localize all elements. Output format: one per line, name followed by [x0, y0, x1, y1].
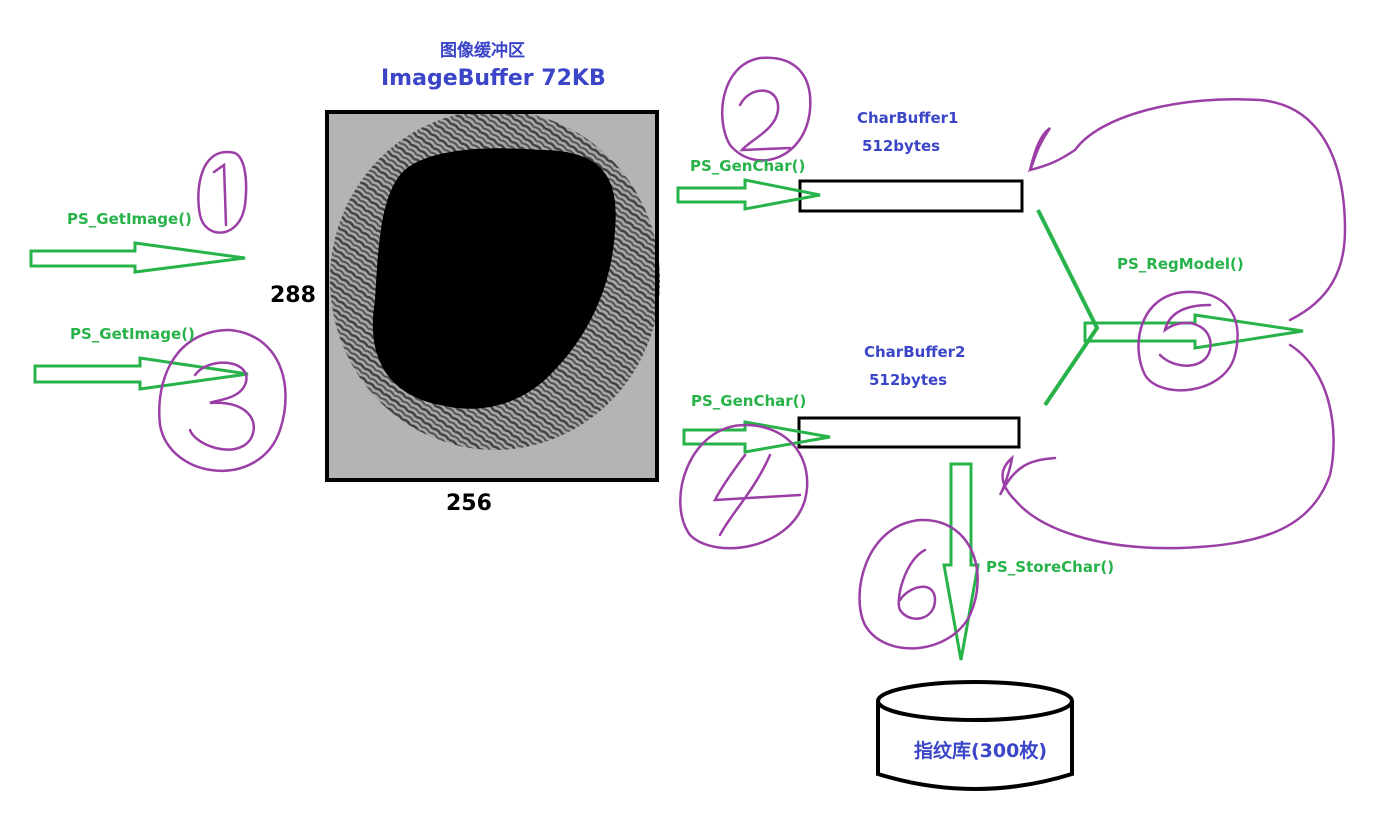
charbuffer1-box — [798, 179, 1024, 213]
arrow-gen-char-2 — [682, 420, 831, 454]
step-store-char: PS_StoreChar() — [986, 558, 1115, 576]
charbuffer1-name: CharBuffer1 — [857, 109, 959, 127]
database-cylinder — [876, 680, 1074, 791]
buffer-width-label: 256 — [446, 491, 492, 516]
fingerprint-mask — [372, 148, 616, 409]
numeral-6 — [897, 548, 937, 620]
numeral-2 — [738, 89, 792, 152]
loop-lower — [998, 343, 1335, 550]
arrow-get-image-1 — [29, 241, 246, 274]
step-get-image-1: PS_GetImage() — [67, 210, 192, 228]
image-buffer-frame — [325, 110, 659, 482]
numeral-4 — [712, 453, 802, 537]
charbuffer2-box — [797, 416, 1021, 449]
merge-lines — [1036, 209, 1100, 407]
green-arrows — [29, 178, 1304, 661]
numeral-5 — [1158, 303, 1212, 367]
charbuffer1-size: 512bytes — [862, 137, 941, 155]
buffer-height-label: 288 — [270, 283, 316, 308]
arrow-reg-model — [1083, 313, 1304, 350]
circle-3 — [158, 328, 287, 473]
circle-1 — [197, 150, 248, 234]
annotations — [158, 56, 1347, 650]
arrow-get-image-2 — [33, 356, 249, 391]
database-label: 指纹库(300枚) — [914, 740, 1048, 762]
fingerprint-image — [327, 110, 660, 480]
step-reg-model: PS_RegModel() — [1117, 255, 1244, 273]
circle-2 — [720, 56, 812, 162]
step-gen-char-2: PS_GenChar() — [691, 392, 807, 410]
step-gen-char-1: PS_GenChar() — [690, 157, 806, 175]
buffer-title-en: ImageBuffer 72KB — [381, 66, 606, 91]
arrow-store-char — [942, 462, 980, 661]
charbuffer2-name: CharBuffer2 — [864, 343, 966, 361]
step-get-image-2: PS_GetImage() — [70, 325, 195, 343]
circle-4 — [679, 423, 809, 550]
loop-upper — [1027, 98, 1347, 322]
circle-5 — [1137, 290, 1239, 392]
buffer-title-cn: 图像缓冲区 — [440, 41, 525, 61]
numeral-3 — [188, 361, 256, 451]
circle-6 — [858, 518, 979, 650]
arrow-gen-char-1 — [676, 178, 821, 211]
charbuffer2-size: 512bytes — [869, 371, 948, 389]
numeral-1 — [212, 162, 228, 227]
